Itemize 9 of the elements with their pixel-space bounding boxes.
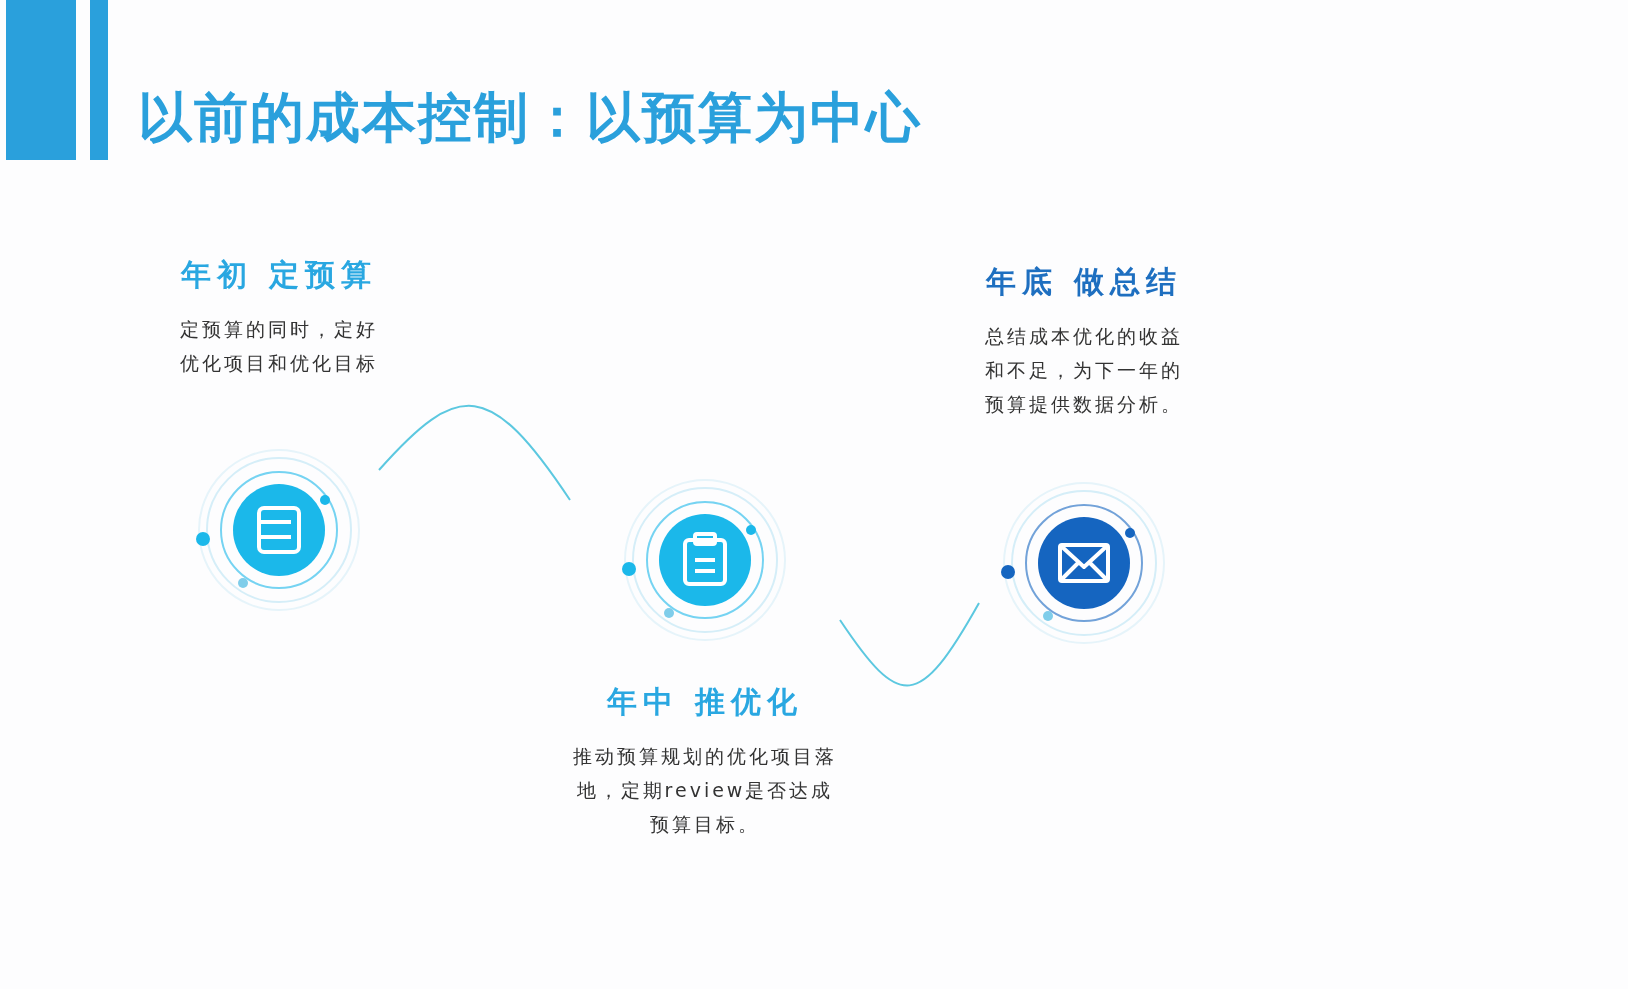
step-description: 总结成本优化的收益和不足，为下一年的预算提供数据分析。 xyxy=(984,324,1184,417)
step-description: 推动预算规划的优化项目落地，定期review是否达成预算目标。 xyxy=(572,744,838,837)
connector-line xyxy=(378,405,571,501)
step-heading: 年中 推优化 xyxy=(605,683,805,721)
connector-line xyxy=(839,602,980,687)
step-description: 定预算的同时，定好优化项目和优化目标 xyxy=(179,317,379,376)
slide-title: 以前的成本控制：以预算为中心 xyxy=(138,85,922,151)
step-heading: 年底 做总结 xyxy=(984,263,1184,301)
step-heading: 年初 定预算 xyxy=(179,256,379,294)
